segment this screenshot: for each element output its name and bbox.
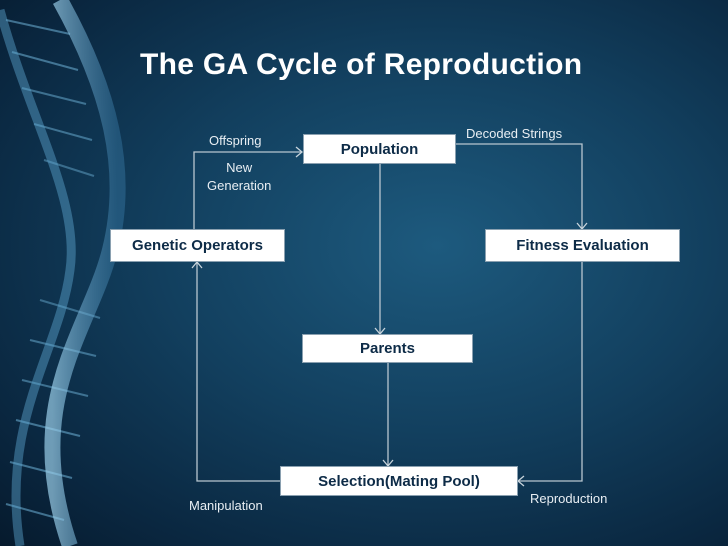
edge-fitness-to-selection bbox=[518, 262, 583, 482]
edge-operators-to-population bbox=[193, 151, 302, 229]
node-population-label: Population bbox=[340, 140, 419, 158]
node-genetic-operators: Genetic Operators bbox=[110, 229, 285, 262]
node-selection-label: Selection(Mating Pool) bbox=[318, 472, 480, 490]
label-new-generation-line1: New bbox=[226, 160, 253, 175]
label-manipulation: Manipulation bbox=[189, 498, 263, 513]
node-fitness-evaluation-label: Fitness Evaluation bbox=[516, 237, 649, 254]
label-offspring: Offspring bbox=[209, 133, 262, 148]
arrowhead-operators bbox=[191, 260, 203, 269]
edge-selection-to-operators bbox=[196, 262, 280, 482]
dna-strand-back bbox=[0, 8, 76, 546]
label-new-generation-line2: Generation bbox=[207, 178, 272, 193]
node-population: Population bbox=[303, 134, 456, 164]
label-decoded-strings: Decoded Strings bbox=[466, 126, 563, 141]
arrowhead-selection bbox=[516, 475, 525, 487]
node-parents-label: Parents bbox=[359, 340, 416, 357]
label-reproduction: Reproduction bbox=[530, 491, 608, 506]
dna-strand-front bbox=[44, 0, 126, 546]
node-parents: Parents bbox=[302, 334, 473, 363]
arrowhead-population bbox=[295, 146, 304, 158]
node-fitness-evaluation: Fitness Evaluation bbox=[485, 229, 680, 262]
node-selection: Selection(Mating Pool) bbox=[280, 466, 518, 496]
edge-population-to-fitness bbox=[456, 143, 583, 229]
slide-title: The GA Cycle of Reproduction bbox=[140, 48, 583, 81]
label-new-generation: New Generation bbox=[207, 159, 271, 195]
node-genetic-operators-label: Genetic Operators bbox=[132, 237, 263, 254]
dna-helix-decoration bbox=[0, 0, 126, 546]
